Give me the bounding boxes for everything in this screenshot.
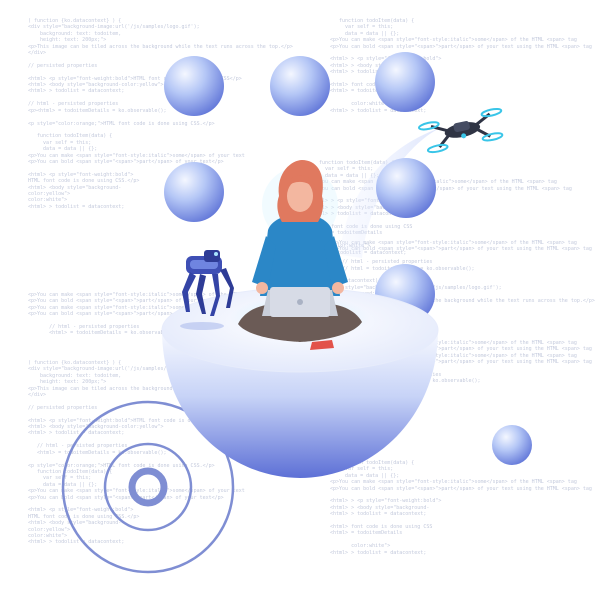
drone-icon [418,107,504,154]
sphere [270,56,330,116]
sphere [492,425,532,465]
code-snippet: ( function {ko.datacontext} ) { <div sty… [28,360,258,546]
robot-dog-icon [180,250,234,330]
target-rings-icon [61,400,235,574]
woman-with-laptop-icon [238,160,362,350]
sphere [164,56,224,116]
sphere [375,52,435,112]
sphere [376,158,436,218]
drone-trail [340,128,440,258]
code-snippet: function todoItem(data) { var self = thi… [330,460,592,556]
sphere [164,162,224,222]
